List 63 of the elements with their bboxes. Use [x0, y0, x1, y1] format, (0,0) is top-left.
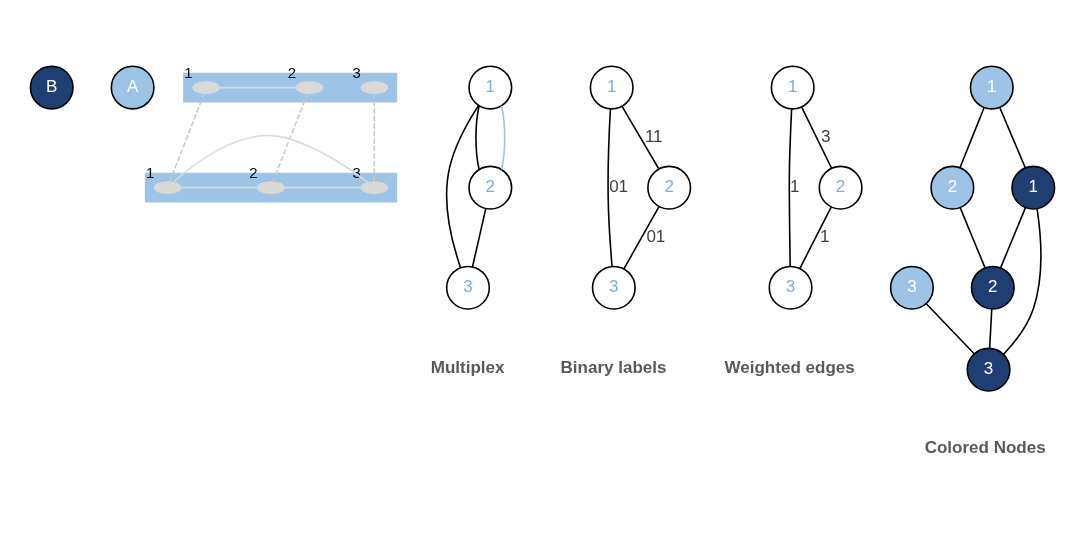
node-ellipse [295, 81, 324, 94]
node-ellipse [360, 181, 389, 195]
node-circle: 1 [770, 65, 815, 110]
node-label: 1 [184, 64, 193, 81]
edge-label: 01 [646, 226, 666, 246]
connector [925, 303, 975, 355]
connector [283, 186, 362, 189]
node-label: 2 [287, 64, 296, 81]
connector [1003, 208, 1042, 355]
connector [959, 106, 985, 169]
connector [500, 104, 506, 171]
node-circle: 3 [966, 347, 1011, 392]
node-circle: 3 [889, 265, 934, 310]
connector [988, 308, 993, 350]
label: Weighted edges [724, 357, 855, 377]
node-circle: 2 [930, 165, 975, 210]
edge-label: 1 [790, 176, 800, 196]
connector [180, 186, 259, 189]
connector [168, 92, 205, 183]
connector [218, 86, 297, 89]
label: Binary labels [560, 357, 667, 377]
node-ellipse [257, 181, 285, 195]
connector [172, 134, 369, 184]
connector [471, 207, 487, 268]
node-circle: A [110, 65, 155, 110]
node-label: 3 [352, 164, 361, 181]
node-ellipse [153, 181, 182, 195]
edge-label: 3 [820, 126, 831, 146]
connector [800, 106, 833, 170]
node-circle: 3 [768, 265, 813, 310]
connector [445, 104, 480, 269]
connector [788, 108, 793, 268]
node-circle: 1 [468, 65, 513, 110]
edge-label: 01 [609, 176, 629, 196]
node-circle: 2 [647, 165, 692, 210]
label: Multiplex [430, 357, 505, 377]
connector [959, 206, 986, 269]
node-circle: 1 [969, 65, 1014, 110]
node-label: 1 [146, 164, 155, 181]
edge-label: 1 [819, 226, 830, 246]
node-circle: B [29, 65, 74, 110]
node-ellipse [360, 81, 389, 94]
node-circle: 2 [468, 165, 513, 210]
connector [373, 92, 376, 183]
node-circle: 2 [818, 165, 863, 210]
connector [475, 104, 480, 171]
edge-label: 11 [644, 126, 663, 146]
node-circle: 1 [589, 65, 634, 110]
node-label: 2 [249, 164, 258, 181]
label: Colored Nodes [924, 437, 1046, 457]
connector [272, 92, 309, 183]
node-circle: 3 [445, 265, 491, 310]
node-circle: 3 [591, 265, 636, 310]
connector [607, 108, 613, 268]
node-ellipse [192, 81, 220, 94]
node-circle: 2 [970, 265, 1015, 310]
node-label: 3 [352, 64, 361, 81]
connector [623, 205, 660, 270]
connector [799, 206, 832, 270]
connector [621, 105, 660, 170]
connector [999, 206, 1027, 269]
node-circle: 1 [1011, 165, 1056, 210]
connector [998, 106, 1027, 169]
